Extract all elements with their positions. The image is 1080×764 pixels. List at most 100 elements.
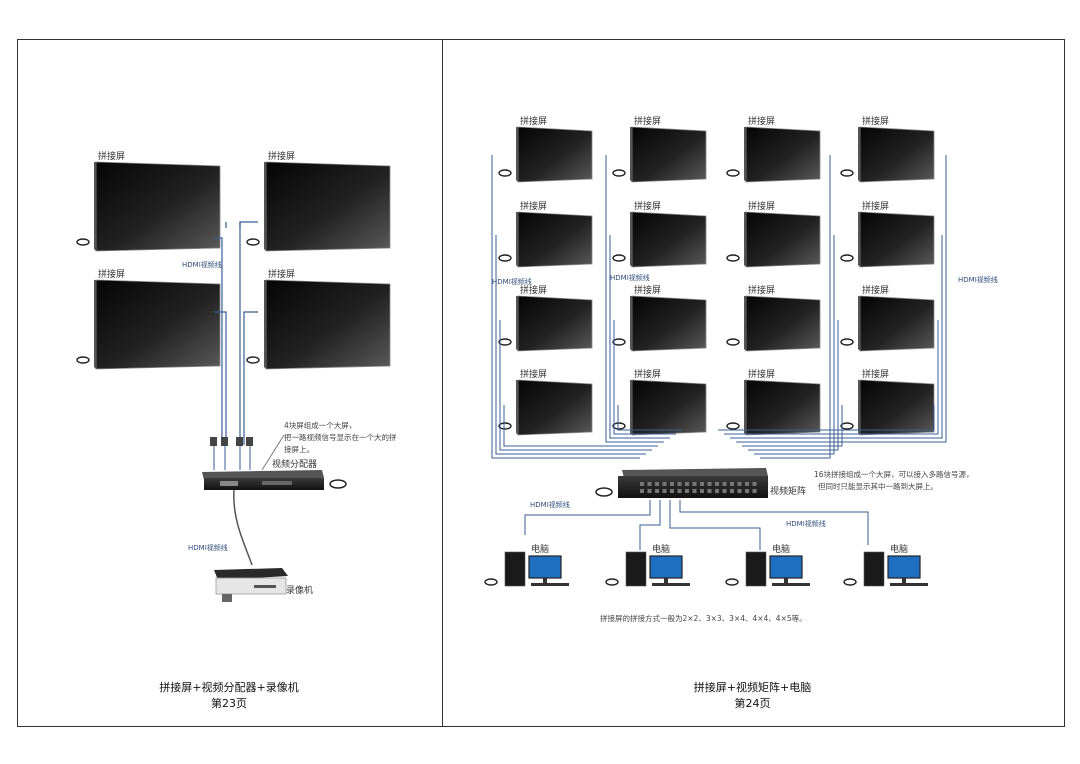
matrix-label: 视频矩阵	[770, 485, 806, 497]
video-matrix-device	[618, 468, 768, 498]
right-screen-grid: 拼接屏拼接屏拼接屏拼接屏拼接屏拼接屏拼接屏拼接屏拼接屏拼接屏拼接屏拼接屏拼接屏拼…	[498, 115, 935, 436]
right-screen-label-5: 拼接屏	[634, 200, 661, 212]
left-note-line-1: 4块屏组成一个大屏，	[284, 420, 356, 430]
left-cable-label-top: HDMI视频线	[182, 260, 222, 269]
left-screen-label-1: 拼接屏	[268, 150, 295, 162]
right-screen-1: 拼接屏	[612, 115, 707, 183]
matrix-port-1	[647, 482, 652, 486]
right-cable-label-3: HDMI视频线	[958, 275, 998, 284]
left-mouse-icon	[329, 479, 347, 489]
right-screen-mouse-icon-3	[840, 169, 854, 177]
matrix-port-2	[655, 482, 659, 486]
right-screen-label-15: 拼接屏	[862, 368, 889, 380]
matrix-port-8	[700, 482, 704, 486]
right-screen-8: 拼接屏	[498, 284, 593, 352]
matrix-port-b-2	[655, 489, 659, 493]
left-screen-mouse-icon-0	[76, 238, 90, 246]
matrix-port-b-4	[670, 489, 674, 493]
right-screen-label-8: 拼接屏	[520, 284, 547, 296]
left-screen-mouse-icon-2	[76, 356, 90, 364]
computer-mouse-icon-2	[725, 578, 739, 586]
right-screen-mouse-icon-8	[498, 338, 512, 346]
computer-2: 电脑	[725, 543, 810, 587]
matrix-port-b-9	[707, 489, 712, 493]
right-screen-12: 拼接屏	[498, 368, 593, 436]
right-caption: 拼接屏+视频矩阵+电脑 第24页	[442, 680, 1063, 712]
computer-1: 电脑	[605, 543, 690, 587]
right-screen-label-13: 拼接屏	[634, 368, 661, 380]
left-caption-page: 第23页	[211, 697, 247, 710]
right-screen-mouse-icon-6	[726, 254, 740, 262]
splitter-label: 视频分配器	[272, 458, 317, 470]
computer-label-1: 电脑	[652, 543, 670, 555]
matrix-port-12	[730, 482, 734, 486]
matrix-port-b-5	[677, 489, 682, 493]
right-screen-label-10: 拼接屏	[748, 284, 775, 296]
right-screen-2: 拼接屏	[726, 115, 821, 183]
right-screen-mouse-icon-13	[612, 422, 626, 430]
recorder-device	[214, 568, 288, 602]
right-screen-14: 拼接屏	[726, 368, 821, 436]
left-cable-label-bottom: HDMI视频线	[188, 543, 228, 552]
left-caption-title: 拼接屏+视频分配器+录像机	[159, 681, 299, 694]
computer-row: 电脑电脑电脑电脑	[484, 543, 928, 587]
right-screen-label-0: 拼接屏	[520, 115, 547, 127]
left-screen-label-2: 拼接屏	[98, 268, 125, 280]
computer-label-2: 电脑	[772, 543, 790, 555]
computer-mouse-icon-0	[484, 578, 498, 586]
right-screen-7: 拼接屏	[840, 200, 935, 268]
left-screen-label-3: 拼接屏	[268, 268, 295, 280]
right-screen-5: 拼接屏	[612, 200, 707, 268]
matrix-port-b-13	[737, 489, 742, 493]
matrix-port-b-8	[700, 489, 704, 493]
right-screen-mouse-icon-9	[612, 338, 626, 346]
left-hdmi-cables	[214, 221, 258, 566]
matrix-port-14	[745, 482, 749, 486]
matrix-port-b-7	[692, 489, 697, 493]
matrix-port-b-10	[715, 489, 719, 493]
right-note-line-1: 16块拼接组成一个大屏，可以接入多路信号源，	[814, 469, 974, 479]
right-cable-label-5: HDMI视频线	[786, 519, 826, 528]
matrix-port-4	[670, 482, 674, 486]
left-screen-1: 拼接屏	[246, 150, 391, 252]
matrix-ports	[640, 482, 757, 493]
matrix-port-b-3	[662, 489, 667, 493]
computer-mouse-icon-3	[843, 578, 857, 586]
matrix-port-b-0	[640, 489, 644, 493]
matrix-port-10	[715, 482, 719, 486]
video-splitter-device	[202, 470, 324, 490]
right-bottom-note: 拼接屏的拼接方式一般为2×2、3×3、3×4、4×4、4×5等。	[600, 613, 807, 623]
left-screen-grid: 拼接屏拼接屏拼接屏拼接屏	[76, 150, 391, 370]
computer-mouse-icon-1	[605, 578, 619, 586]
right-screen-label-1: 拼接屏	[634, 115, 661, 127]
matrix-port-13	[737, 482, 742, 486]
right-caption-title: 拼接屏+视频矩阵+电脑	[693, 681, 812, 694]
right-screen-mouse-icon-4	[498, 254, 512, 262]
matrix-port-7	[692, 482, 697, 486]
matrix-port-6	[685, 482, 689, 486]
right-screen-6: 拼接屏	[726, 200, 821, 268]
matrix-port-11	[722, 482, 727, 486]
matrix-port-15	[752, 482, 757, 486]
right-screen-15: 拼接屏	[840, 368, 935, 436]
matrix-mouse-icon	[595, 487, 613, 497]
right-screen-label-2: 拼接屏	[748, 115, 775, 127]
matrix-port-b-6	[685, 489, 689, 493]
right-screen-mouse-icon-7	[840, 254, 854, 262]
left-note-line-2: 把一路视频信号显示在一个大的拼	[284, 432, 397, 442]
left-page-panel	[17, 39, 443, 727]
left-screen-2: 拼接屏	[76, 268, 221, 370]
right-screen-mouse-icon-0	[498, 169, 512, 177]
right-screen-mouse-icon-2	[726, 169, 740, 177]
matrix-port-0	[640, 482, 644, 486]
right-screen-9: 拼接屏	[612, 284, 707, 352]
right-cable-label-4: HDMI视频线	[530, 500, 570, 509]
left-caption: 拼接屏+视频分配器+录像机 第23页	[17, 680, 441, 712]
right-screen-0: 拼接屏	[498, 115, 593, 183]
right-screen-label-14: 拼接屏	[748, 368, 775, 380]
right-screen-label-11: 拼接屏	[862, 284, 889, 296]
right-screen-4: 拼接屏	[498, 200, 593, 268]
left-screen-0: 拼接屏	[76, 150, 221, 252]
recorder-label: 录像机	[286, 584, 313, 596]
matrix-port-3	[662, 482, 667, 486]
